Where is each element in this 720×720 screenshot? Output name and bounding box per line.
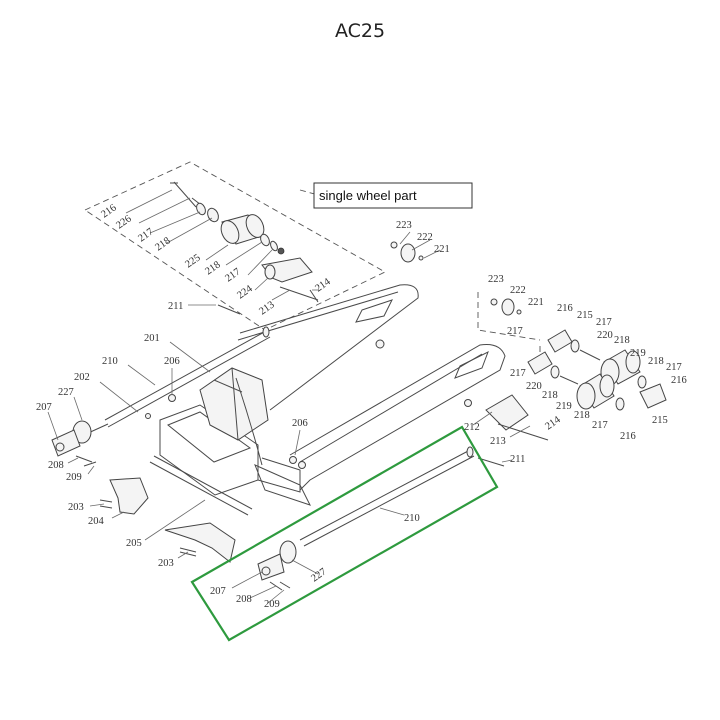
label-218: 218 bbox=[153, 235, 172, 253]
label-224: 224 bbox=[235, 283, 255, 301]
label-205: 205 bbox=[126, 538, 142, 549]
label-215: 215 bbox=[577, 310, 593, 321]
right-wheel-assembly bbox=[390, 241, 667, 467]
label-210: 210 bbox=[404, 513, 420, 524]
label-223: 223 bbox=[488, 274, 504, 285]
label-219: 219 bbox=[556, 401, 572, 412]
highlight-box bbox=[190, 425, 499, 642]
fork-frame bbox=[159, 284, 506, 506]
label-209: 209 bbox=[264, 599, 280, 610]
label-220: 220 bbox=[526, 381, 542, 392]
label-218: 218 bbox=[574, 410, 590, 421]
label-208: 208 bbox=[236, 594, 252, 605]
label-220: 220 bbox=[597, 330, 613, 341]
label-211: 211 bbox=[168, 301, 183, 312]
label-203: 203 bbox=[68, 502, 84, 513]
label-219: 219 bbox=[630, 348, 646, 359]
label-222: 222 bbox=[510, 285, 526, 296]
callout-box: single wheel part bbox=[313, 182, 473, 209]
diagram-title: AC25 bbox=[334, 20, 386, 42]
label-218: 218 bbox=[542, 390, 558, 401]
label-207: 207 bbox=[36, 402, 52, 413]
label-212: 212 bbox=[464, 422, 480, 433]
label-218: 218 bbox=[648, 356, 664, 367]
label-226: 226 bbox=[114, 213, 133, 231]
label-225: 225 bbox=[183, 252, 202, 270]
callout-label: single wheel part bbox=[319, 188, 417, 203]
label-217: 217 bbox=[507, 326, 523, 337]
label-213: 213 bbox=[490, 436, 506, 447]
label-217: 217 bbox=[136, 226, 155, 244]
label-211: 211 bbox=[510, 454, 525, 465]
label-223: 223 bbox=[396, 220, 412, 231]
label-202: 202 bbox=[74, 372, 90, 383]
label-203: 203 bbox=[158, 558, 174, 569]
label-209: 209 bbox=[66, 472, 82, 483]
label-215: 215 bbox=[652, 415, 668, 426]
label-217: 217 bbox=[666, 362, 682, 373]
label-227: 227 bbox=[309, 566, 328, 584]
label-213: 213 bbox=[257, 299, 276, 317]
label-222: 222 bbox=[417, 232, 433, 243]
label-216: 216 bbox=[557, 303, 573, 314]
single-wheel-detail-box bbox=[84, 161, 386, 331]
single-wheel-parts bbox=[170, 181, 319, 303]
label-208: 208 bbox=[48, 460, 64, 471]
label-216: 216 bbox=[671, 375, 687, 386]
label-216: 216 bbox=[99, 202, 118, 220]
label-217: 217 bbox=[592, 420, 608, 431]
label-221: 221 bbox=[528, 297, 544, 308]
label-221: 221 bbox=[434, 244, 450, 255]
highlighted-region bbox=[190, 425, 499, 642]
label-214: 214 bbox=[313, 276, 333, 294]
label-217: 217 bbox=[510, 368, 526, 379]
label-206: 206 bbox=[292, 418, 308, 429]
label-218: 218 bbox=[203, 259, 222, 277]
label-214: 214 bbox=[543, 414, 563, 432]
leader-lines bbox=[47, 189, 531, 604]
axle-parts bbox=[51, 304, 297, 563]
label-206: 206 bbox=[164, 356, 180, 367]
label-217: 217 bbox=[596, 317, 612, 328]
label-204: 204 bbox=[88, 516, 105, 527]
label-218: 218 bbox=[614, 335, 630, 346]
label-227: 227 bbox=[58, 387, 74, 398]
label-201: 201 bbox=[144, 333, 160, 344]
label-216: 216 bbox=[620, 431, 636, 442]
label-207: 207 bbox=[210, 586, 226, 597]
label-217: 217 bbox=[223, 266, 242, 284]
label-210: 210 bbox=[102, 356, 118, 367]
